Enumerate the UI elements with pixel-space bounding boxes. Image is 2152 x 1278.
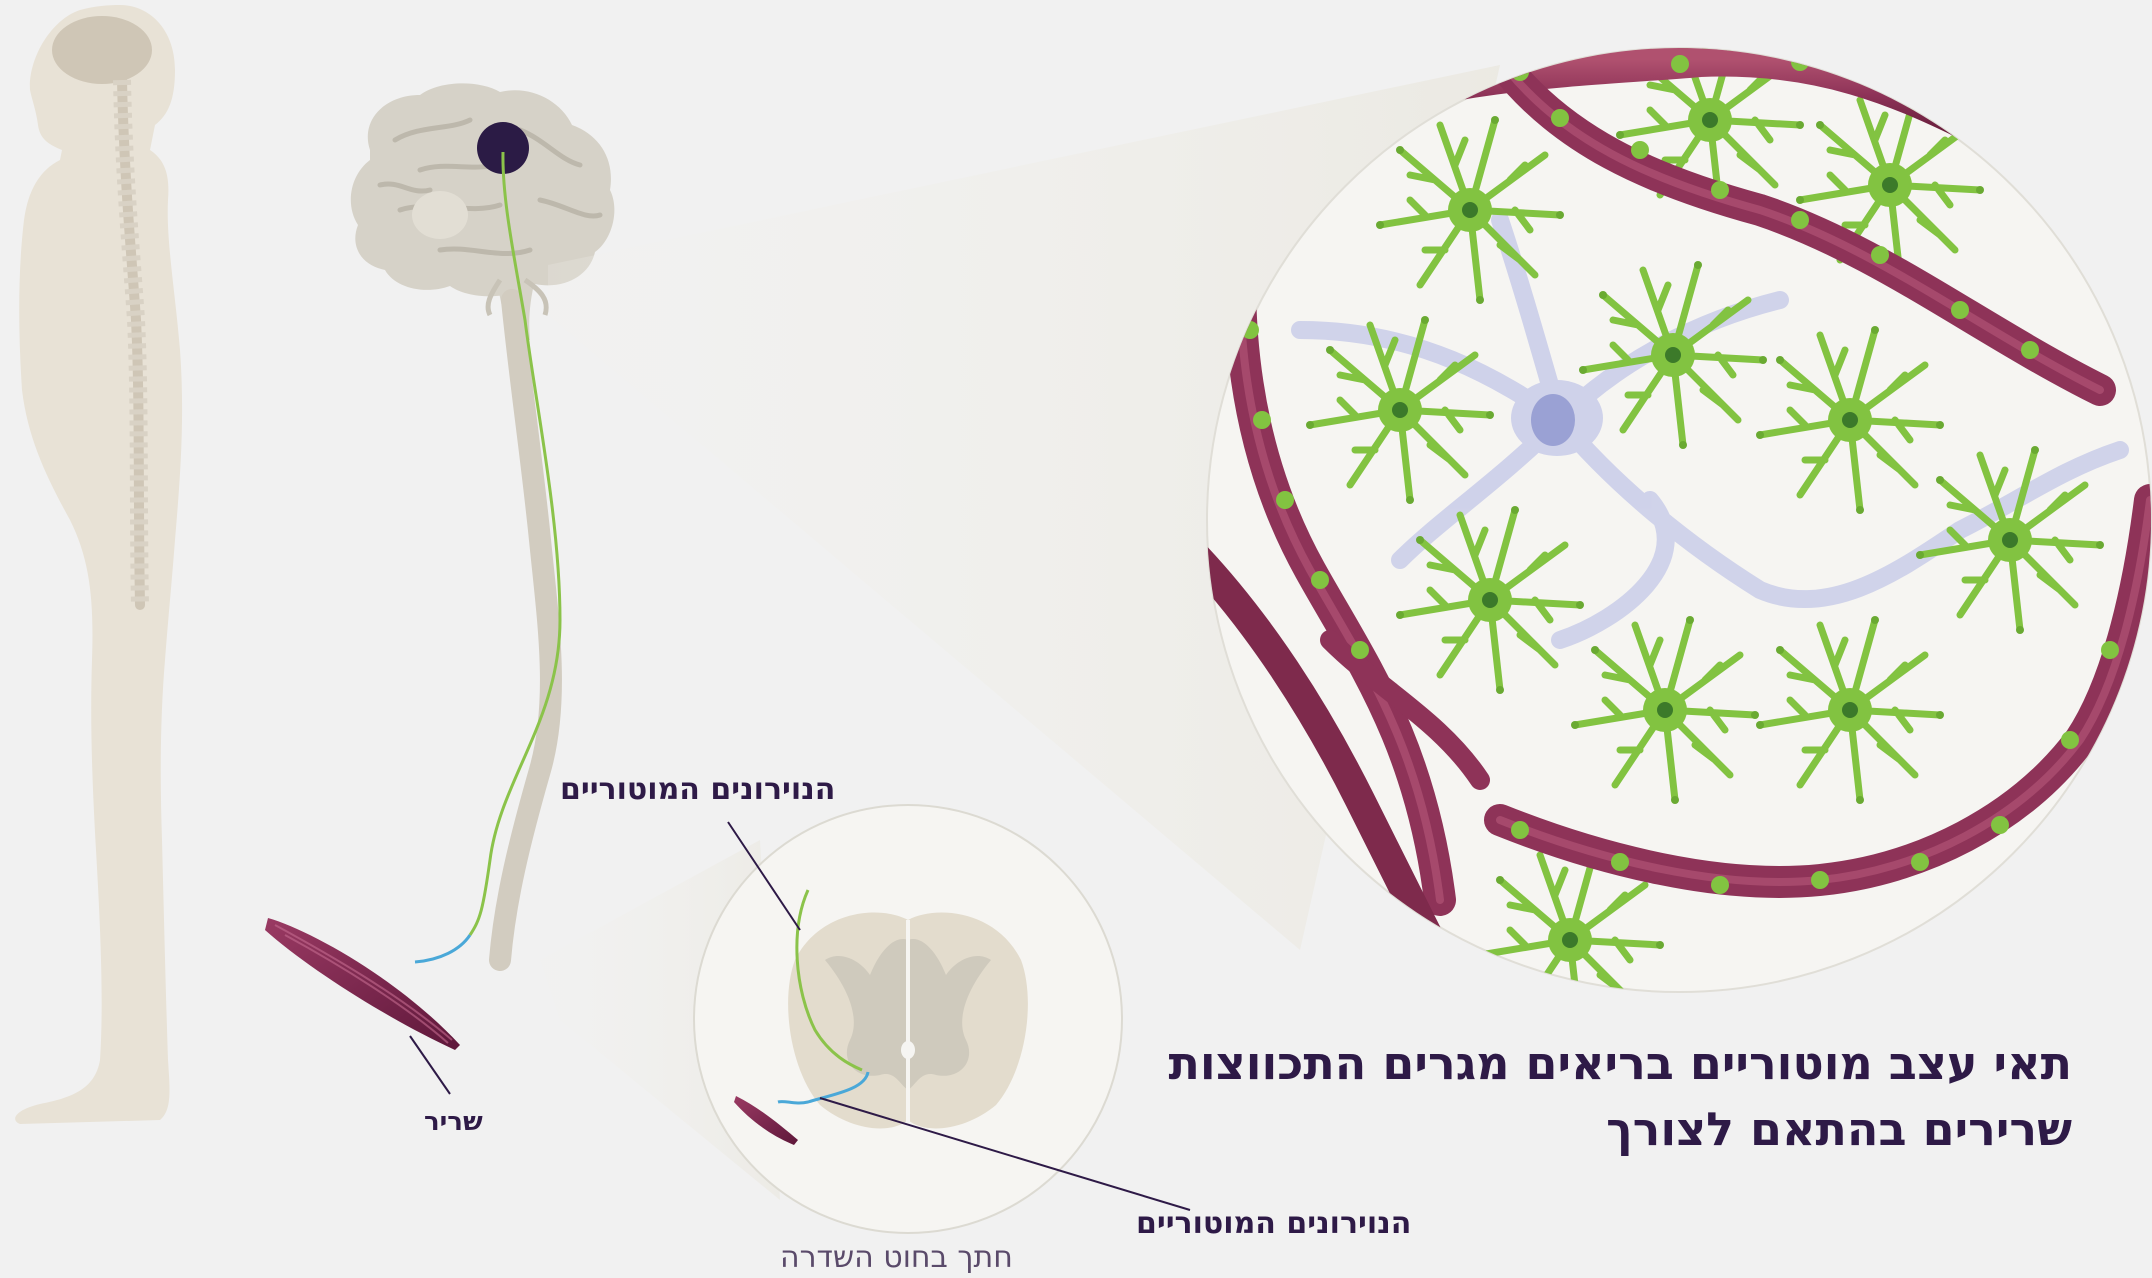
peripheral-nerve <box>415 935 470 962</box>
spinal-cross-section <box>694 805 1122 1233</box>
muscle-label: שריר <box>424 1107 483 1137</box>
headline-line-2: שרירים בהתאם לצורך <box>1072 1096 2072 1162</box>
spinal-section-label: חתך בחוט השדרה <box>780 1240 1013 1275</box>
muscle <box>265 918 460 1050</box>
motor-neurons-label-bottom: הנוירונים המוטוריים <box>1136 1206 1411 1241</box>
headline: תאי עצב מוטוריים בריאים מגרים התכווצות ש… <box>1072 1030 2072 1162</box>
motor-neurons-label-top: הנוירונים המוטוריים <box>560 772 835 807</box>
headline-line-1: תאי עצב מוטוריים בריאים מגרים התכווצות <box>1072 1030 2072 1096</box>
human-body-silhouette <box>15 5 182 1124</box>
spinal-cord <box>500 300 551 960</box>
